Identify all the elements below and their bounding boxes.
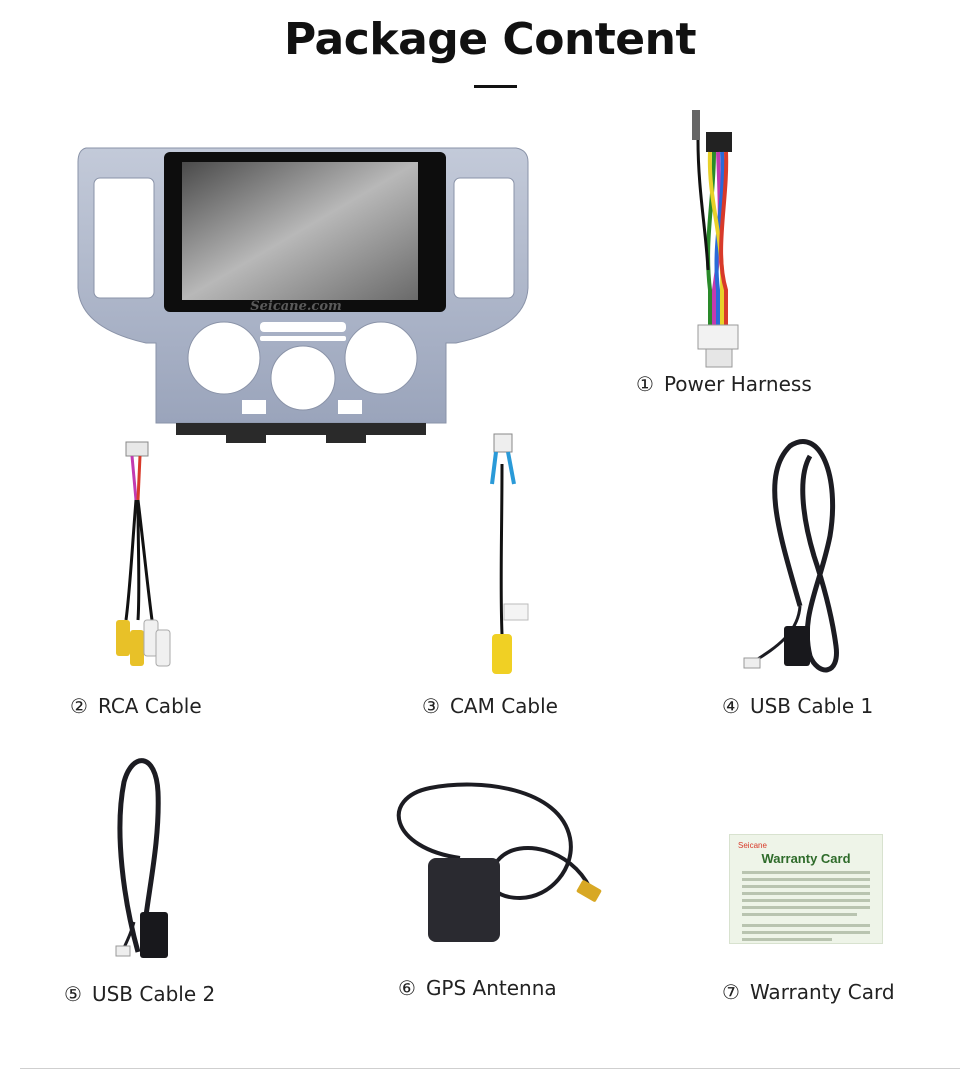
page-title: Package Content: [283, 14, 697, 65]
head-unit-watermark: Seicane.com: [250, 299, 342, 314]
warranty-card-brand: Seicane: [738, 841, 767, 850]
usb-cable-2-image: [115, 758, 168, 958]
head-unit-image: Seicane.com: [77, 147, 529, 443]
usb-cable-1-image: [743, 439, 839, 673]
title-underline: [474, 85, 517, 88]
warranty-card-heading: Warranty Card: [761, 851, 851, 866]
cam-cable-image: [490, 433, 529, 674]
rca-cable-image: [116, 441, 171, 667]
bottom-divider: [20, 1068, 960, 1069]
gps-antenna-image: [396, 782, 602, 942]
power-harness-image: [692, 110, 739, 368]
warranty-card-image: Seicane Warranty Card: [729, 834, 883, 944]
